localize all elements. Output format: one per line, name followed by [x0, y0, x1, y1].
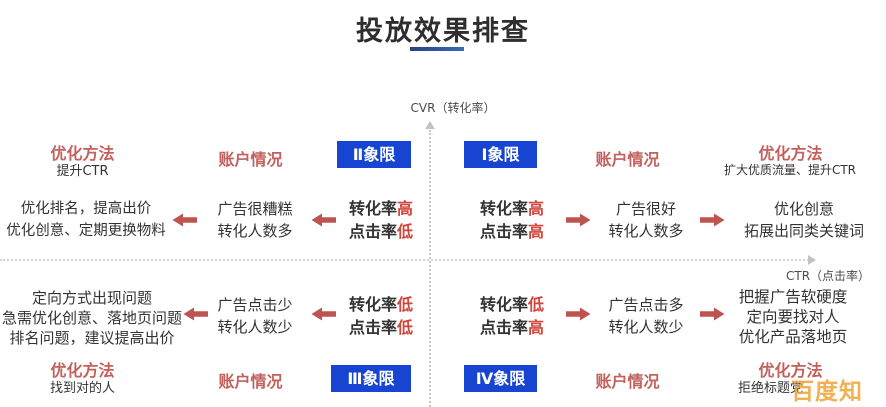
- q1-account-text: 广告很好 转化人数多: [608, 200, 684, 240]
- q3-method-sub: 找到对的人: [49, 381, 115, 396]
- badge-quadrant-4: Ⅳ象限: [464, 365, 537, 392]
- x-axis-line: [0, 259, 812, 261]
- axis-arrow-right-icon: [808, 255, 816, 265]
- arrow-right-icon: [566, 213, 591, 227]
- q4-action-text: 把握广告软硬度 定向要找对人 优化产品落地页: [738, 288, 848, 346]
- arrow-left-icon: [183, 307, 208, 321]
- q2-method-title: 优化方法: [50, 144, 115, 163]
- q3-account-title: 账户情况: [218, 372, 283, 391]
- q2-metrics: 转化率高 点击率低: [348, 199, 414, 241]
- arrow-left-icon: [172, 213, 197, 227]
- q4-account-title: 账户情况: [595, 372, 660, 391]
- arrow-right-icon: [566, 307, 591, 321]
- y-axis-line: [429, 130, 431, 407]
- q1-method-sub: 扩大优质流量、提升CTR: [723, 163, 857, 177]
- arrow-left-icon: [311, 213, 336, 227]
- q4-account-text: 广告点击多 转化人数少: [608, 296, 684, 336]
- page-title: 投放效果排查: [356, 16, 530, 47]
- q3-method-title: 优化方法: [50, 361, 115, 380]
- arrow-left-icon: [311, 307, 336, 321]
- q2-action-text: 优化排名，提高出价 优化创意、定期更换物料: [6, 201, 166, 239]
- q3-action-text: 定向方式出现问题 急需优化创意、落地页问题 排名问题，建议提高出价: [1, 289, 182, 347]
- q1-method-title: 优化方法: [758, 144, 823, 163]
- x-axis-label: CTR（点击率）: [786, 269, 871, 283]
- q4-method-sub: 拒绝标题党: [738, 381, 804, 396]
- arrow-right-icon: [700, 307, 725, 321]
- badge-quadrant-2: Ⅱ象限: [337, 141, 411, 168]
- q2-method-sub: 提升CTR: [56, 164, 109, 179]
- q3-metrics: 转化率低 点击率低: [348, 295, 414, 337]
- q4-metrics: 转化率低 点击率高: [479, 295, 545, 337]
- y-axis-label: CVR（转化率）: [410, 101, 496, 115]
- q1-metrics: 转化率高 点击率高: [479, 199, 545, 241]
- q4-method-title: 优化方法: [758, 361, 823, 380]
- q3-account-text: 广告点击少 转化人数少: [217, 296, 293, 336]
- arrow-right-icon: [700, 213, 725, 227]
- q2-account-text: 广告很糟糕 转化人数多: [217, 200, 293, 240]
- badge-quadrant-1: Ⅰ象限: [464, 141, 537, 168]
- q2-account-title: 账户情况: [218, 150, 283, 169]
- q1-account-title: 账户情况: [595, 150, 660, 169]
- badge-quadrant-3: Ⅲ象限: [331, 365, 411, 392]
- title-underline: [410, 47, 464, 51]
- axis-arrow-up-icon: [425, 121, 435, 129]
- q1-action-text: 优化创意 拓展出同类关键词: [743, 200, 864, 240]
- watermark: 百度知道: [791, 379, 863, 405]
